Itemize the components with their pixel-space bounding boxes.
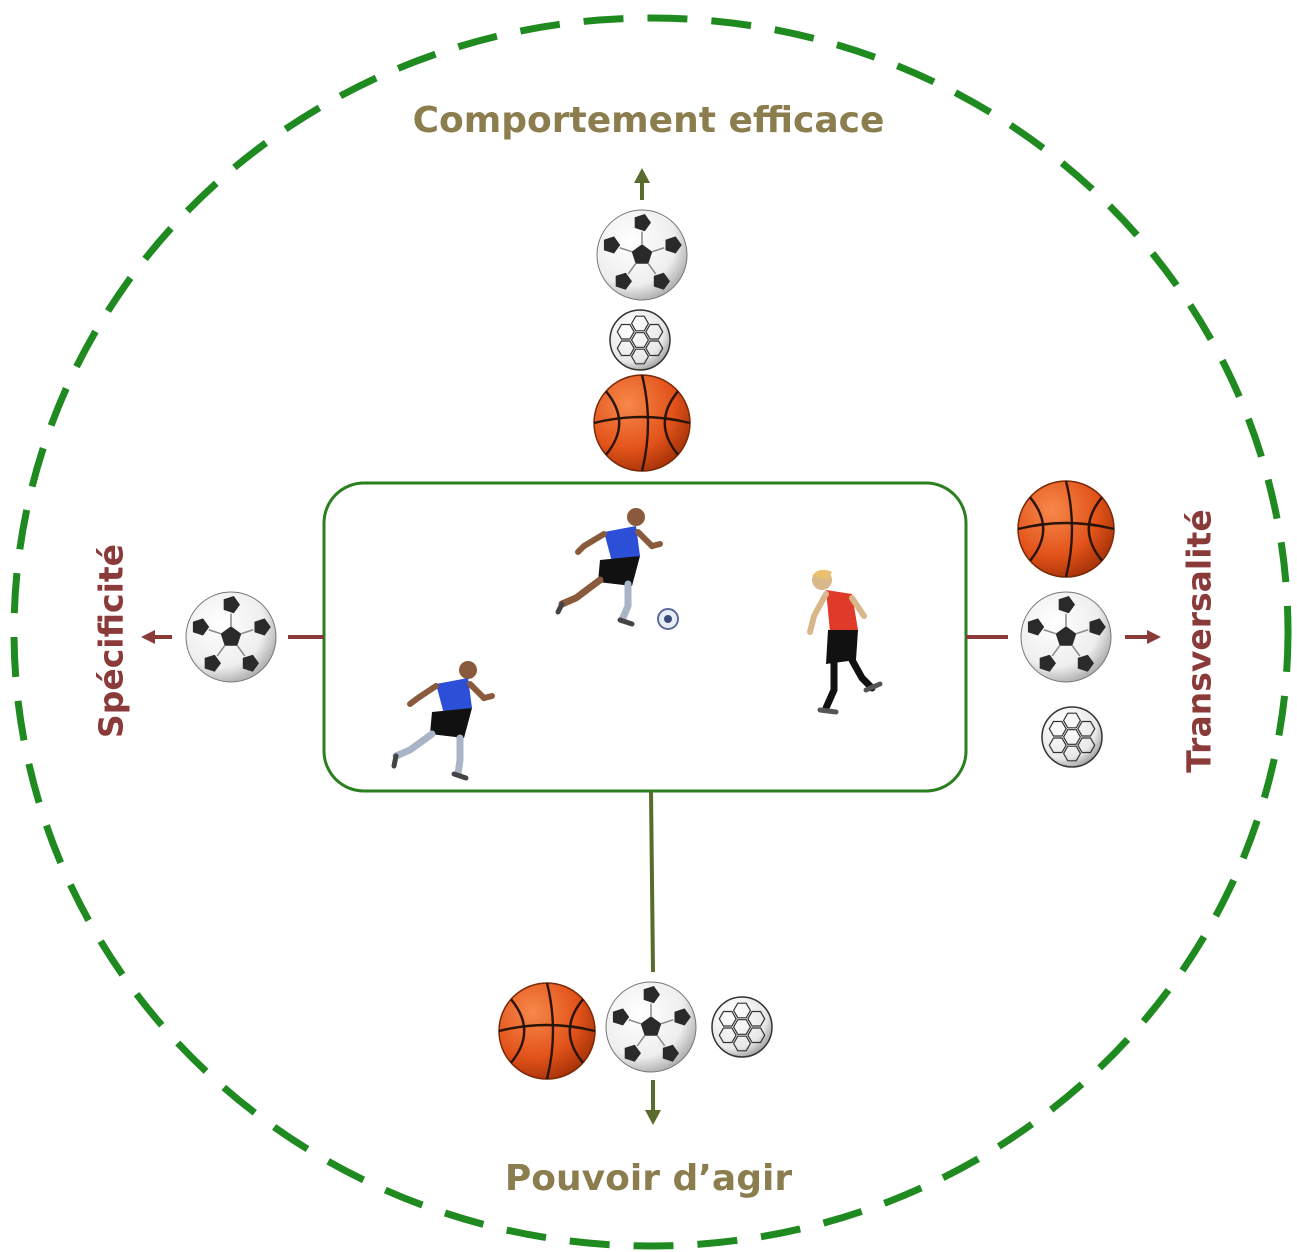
soccer-ball-icon	[596, 209, 688, 301]
label-pouvoir-agir: Pouvoir d’agir	[504, 1158, 793, 1199]
arrow-up-icon	[634, 168, 650, 200]
player-icon	[807, 569, 883, 715]
player-icon	[391, 661, 495, 781]
label-transversalite: Transversalité	[1179, 509, 1219, 773]
soccer-ball-icon	[185, 591, 277, 683]
arrow-left-icon	[141, 630, 172, 644]
label-comportement-efficace: Comportement efficace	[412, 100, 885, 141]
label-specificite: Spécificité	[91, 543, 131, 739]
outer-dashed-circle	[10, 14, 1292, 1250]
soccer-ball-icon	[1020, 591, 1112, 683]
handball-icon	[1041, 706, 1103, 768]
player-icon	[555, 508, 663, 627]
handball-icon	[609, 309, 671, 371]
basketball-icon	[498, 982, 596, 1080]
soccer-ball-icon	[605, 981, 697, 1073]
soccer-ball-icon	[657, 608, 679, 630]
basketball-icon	[593, 374, 691, 472]
connector-bottom	[649, 790, 655, 973]
arrow-down-icon	[645, 1080, 661, 1125]
arrow-right-icon	[1125, 630, 1161, 644]
basketball-icon	[1017, 480, 1115, 578]
handball-icon	[711, 996, 773, 1058]
